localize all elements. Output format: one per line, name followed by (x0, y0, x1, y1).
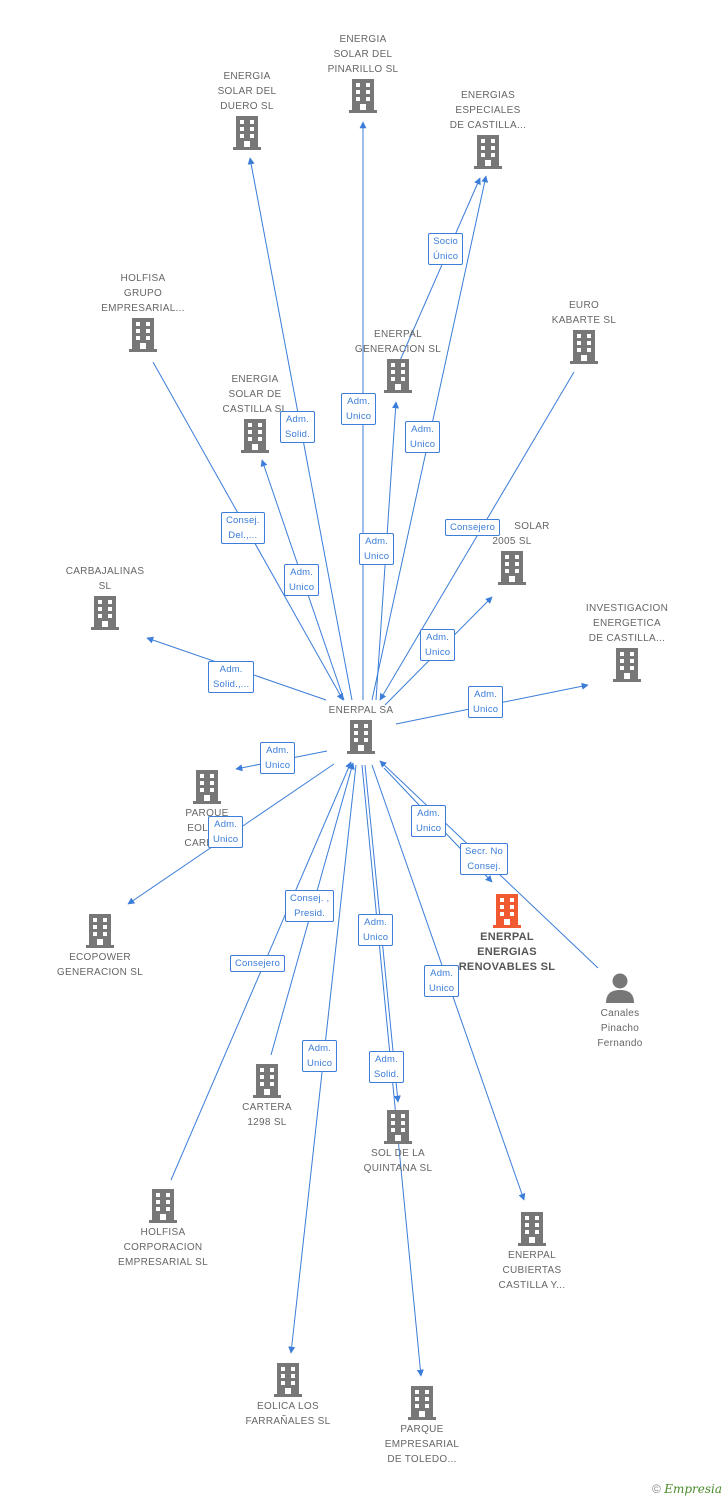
building-icon (474, 135, 502, 169)
relation-badge-adm-unico-parque-eolico[interactable]: Adm.Unico (260, 742, 296, 774)
building-icon (570, 330, 598, 364)
building-icon (384, 359, 412, 393)
footer-branding: © Empresia (652, 1482, 722, 1496)
building-icon (349, 79, 377, 113)
building-icon (518, 1212, 546, 1246)
building-icon (498, 551, 526, 585)
relation-badge-adm-unico-farranales[interactable]: Adm.Unico (302, 1040, 338, 1072)
relation-badge-consej-presid[interactable]: Consej. ,Presid. (285, 890, 335, 922)
relation-badge-adm-solid-toledo[interactable]: Adm.Solid. (369, 1051, 404, 1083)
building-icon (193, 770, 221, 804)
relation-badge-consejero-holfisa[interactable]: Consejero (230, 955, 286, 972)
relation-badge-adm-unico-investigacion[interactable]: Adm.Unico (468, 686, 504, 718)
building-icon (253, 1064, 281, 1098)
relation-badge-adm-unico-generacion[interactable]: Adm.Unico (359, 533, 395, 565)
empresia-logo[interactable]: Empresia (664, 1482, 722, 1496)
person-icon (606, 973, 634, 1003)
relation-badge-adm-unico-pinarillo[interactable]: Adm.Unico (341, 393, 377, 425)
building-icon (274, 1363, 302, 1397)
edge-socio-especiales (397, 177, 481, 366)
building-icon (91, 596, 119, 630)
building-icon (86, 914, 114, 948)
relation-badge-adm-unico-ecopower[interactable]: Adm.Unico (208, 816, 244, 848)
relation-badge-adm-unico-cubiertas[interactable]: Adm.Unico (424, 965, 460, 997)
relation-badge-consejero-euro[interactable]: Consejero (445, 519, 501, 536)
relation-badge-adm-unico-quintana[interactable]: Adm.Unico (358, 914, 394, 946)
building-icon (149, 1189, 177, 1223)
building-icon (384, 1110, 412, 1144)
building-icon (613, 648, 641, 682)
building-icon-highlighted (493, 894, 521, 928)
building-icon (129, 318, 157, 352)
relation-badge-adm-unico-renovables[interactable]: Adm.Unico (411, 805, 447, 837)
building-icon (408, 1386, 436, 1420)
relation-badge-consej-del[interactable]: Consej.Del.,... (221, 512, 265, 544)
copyright-icon: © (652, 1482, 661, 1496)
relation-badge-adm-unico-especiales[interactable]: Adm.Unico (405, 421, 441, 453)
building-icon (347, 720, 375, 754)
building-icon (241, 419, 269, 453)
relation-badge-adm-solid-carbajalinas[interactable]: Adm.Solid.,... (208, 661, 255, 693)
edge-from-euro-kabarte (379, 371, 575, 701)
relation-badge-adm-unico-solar-castilla[interactable]: Adm.Unico (284, 564, 320, 596)
company-node-enerpal-sa[interactable]: ENERPAL SA (286, 703, 436, 756)
building-icon (233, 116, 261, 150)
relation-badge-adm-unico-solar-2005[interactable]: Adm.Unico (420, 629, 456, 661)
relation-badge-adm-solid-duero[interactable]: Adm.Solid. (280, 411, 315, 443)
